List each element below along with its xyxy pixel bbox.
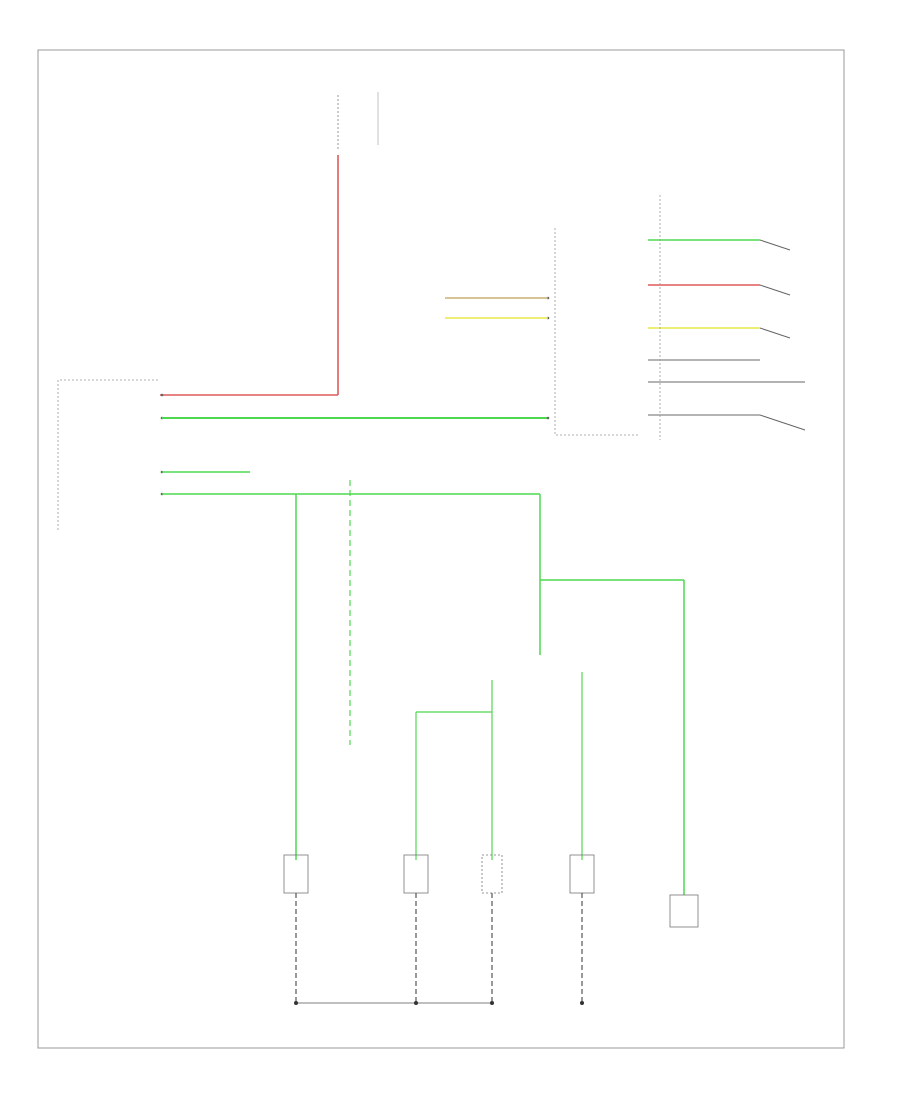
red-power-wire	[160, 155, 339, 396]
lamp-left-stop	[283, 854, 309, 894]
transmission-control-module	[546, 228, 640, 436]
lamp-center-high	[481, 854, 503, 894]
trs-switch-3	[759, 327, 791, 339]
trs-switch-2	[759, 284, 791, 296]
diagram-frame	[37, 49, 845, 1049]
ground-point-2	[414, 1001, 418, 1005]
lamp-right-stop	[569, 854, 595, 894]
green-harness-lower	[162, 471, 685, 895]
trs-switch-5	[759, 414, 806, 431]
tcm-pin-3	[546, 416, 550, 420]
transmission-range-switch	[648, 195, 806, 440]
body-control-module	[57, 379, 164, 530]
bcm-pin-1	[160, 393, 164, 397]
trailer-connector-box	[669, 894, 699, 928]
trs-switch-1	[759, 239, 791, 251]
fuse-block	[337, 92, 379, 150]
ground-wires	[294, 893, 584, 1005]
bcm-outline	[57, 379, 158, 530]
ground-point-3	[490, 1001, 494, 1005]
lamp-left-turn	[403, 854, 429, 894]
ground-point-4	[580, 1001, 584, 1005]
ground-point-1	[294, 1001, 298, 1005]
tcm-outline	[554, 228, 640, 436]
lamp-components	[283, 854, 699, 928]
